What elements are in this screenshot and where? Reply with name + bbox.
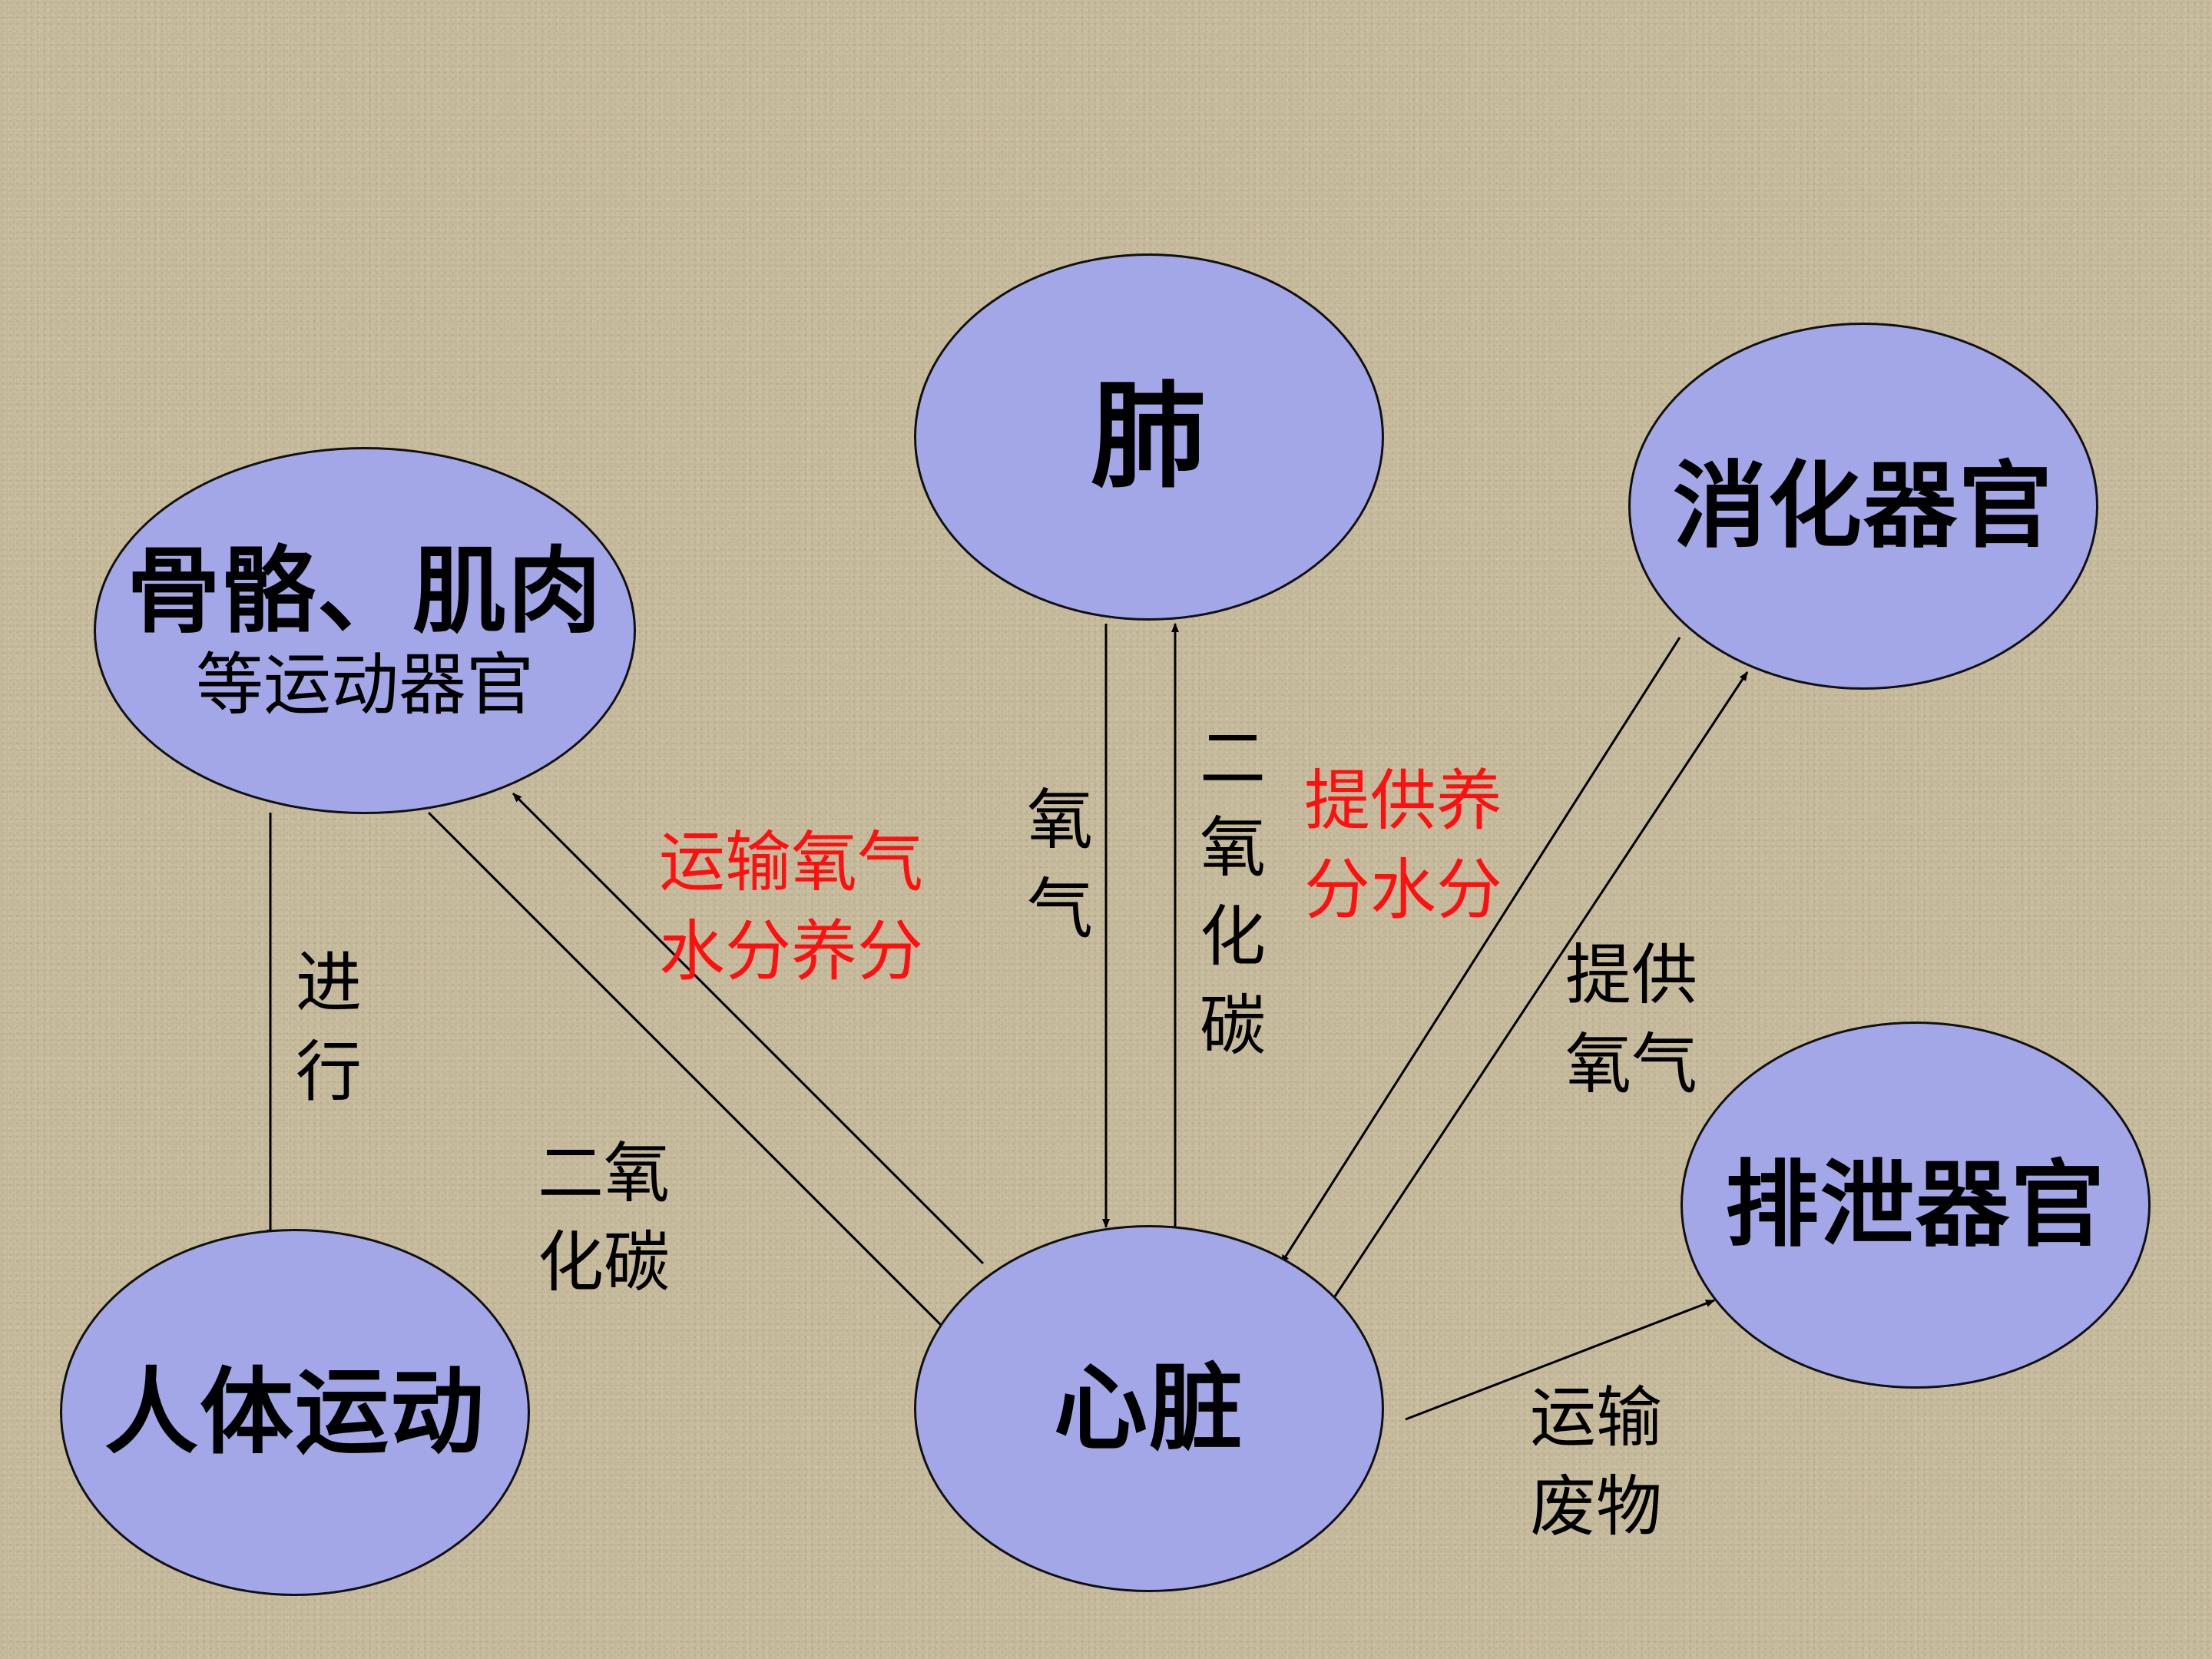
label-heart-to-lung: 二氧化碳 (1200, 720, 1266, 1065)
heart-label: 心脏 (1054, 1353, 1244, 1463)
arrow-heart-to-skeletal (512, 792, 985, 1265)
label-lung-to-heart: 氧气 (1027, 782, 1093, 949)
label-digestive-to-heart: 提供养分水分 (1304, 763, 1502, 929)
arrow-heart-to-digestive (1333, 671, 1749, 1297)
skeletal-muscle-label: 骨骼、肌肉 (127, 537, 603, 647)
heart-node: 心脏 (914, 1225, 1384, 1592)
body-movement-label: 人体运动 (104, 1357, 485, 1467)
excretory-organs-label: 排泄器官 (1725, 1150, 2106, 1260)
lung-node: 肺 (914, 253, 1384, 621)
arrow-digestive-to-heart (1280, 637, 1681, 1264)
label-skeletal-to-heart: 二氧化碳 (538, 1135, 670, 1302)
skeletal-muscle-sublabel: 等运动器官 (195, 644, 534, 724)
arrow-skeletal-to-heart (427, 811, 950, 1334)
digestive-organs-node: 消化器官 (1628, 323, 2098, 690)
label-heart-to-skeletal: 运输氧气水分养分 (659, 824, 923, 991)
label-heart-to-digestive: 提供氧气 (1565, 937, 1697, 1104)
label-skeletal-to-movement: 进行 (296, 945, 362, 1111)
digestive-organs-label: 消化器官 (1673, 451, 2054, 561)
body-movement-node: 人体运动 (60, 1229, 530, 1596)
excretory-organs-node: 排泄器官 (1681, 1022, 2151, 1389)
skeletal-muscle-node: 骨骼、肌肉 等运动器官 (94, 447, 636, 814)
lung-label: 肺 (1090, 369, 1207, 504)
arrow-heart-to-excretory (1405, 1299, 1715, 1421)
label-heart-to-excretory: 运输废物 (1530, 1379, 1662, 1546)
